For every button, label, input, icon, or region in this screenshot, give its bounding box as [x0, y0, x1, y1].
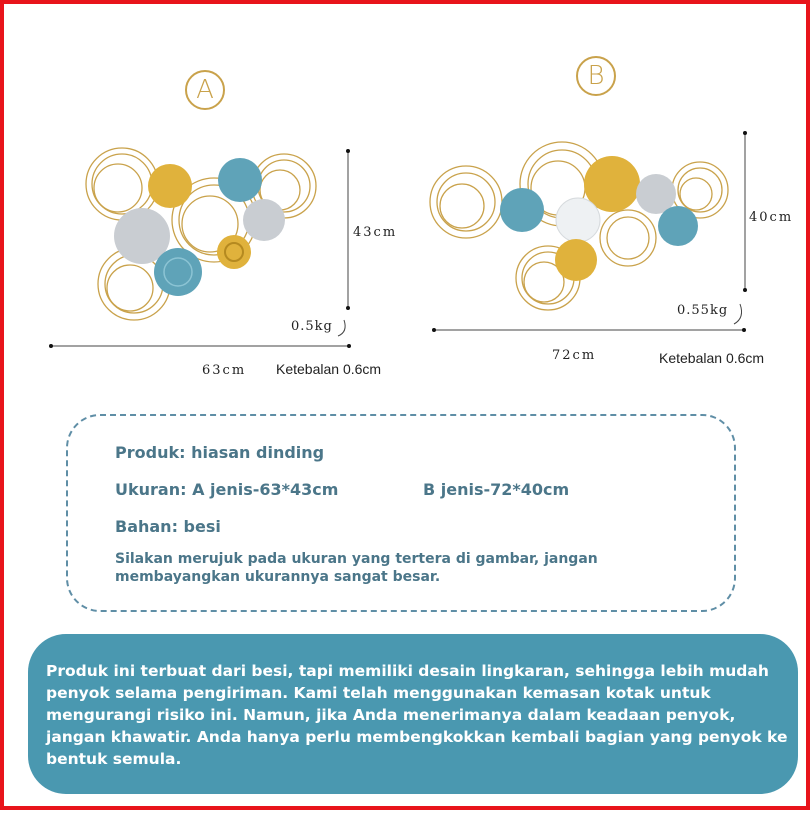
product-b-dimension-lines [432, 131, 747, 332]
product-a-weight: 0.5kg [291, 319, 333, 334]
product-a-dimension-lines [49, 149, 351, 348]
product-a-width: 63cm [202, 363, 247, 378]
product-b-badge: B [576, 56, 616, 96]
product-a-height: 43cm [353, 225, 398, 240]
size-note: Silakan merujuk pada ukuran yang tertera… [115, 551, 598, 585]
product-a-badge: A [185, 70, 225, 110]
product-b-illustration [429, 141, 729, 311]
size-a: Ukuran: A jenis-63*43cm [115, 480, 339, 499]
size-b: B jenis-72*40cm [423, 480, 570, 499]
product-b-weight: 0.55kg [677, 303, 729, 318]
product-a-thickness: Ketebalan 0.6cm [276, 361, 382, 377]
product-b-width: 72cm [552, 348, 597, 363]
material: Bahan: besi [115, 517, 221, 536]
shipping-note-panel: Produk ini terbuat dari besi, tapi memil… [28, 634, 798, 794]
product-b-thickness: Ketebalan 0.6cm [659, 350, 765, 366]
shipping-note-text: Produk ini terbuat dari besi, tapi memil… [46, 662, 788, 768]
product-name: Produk: hiasan dinding [115, 443, 325, 462]
product-a-illustration [85, 147, 317, 321]
product-b-height: 40cm [749, 210, 794, 225]
product-info-box: Produk: hiasan dinding Ukuran: A jenis-6… [66, 414, 736, 612]
